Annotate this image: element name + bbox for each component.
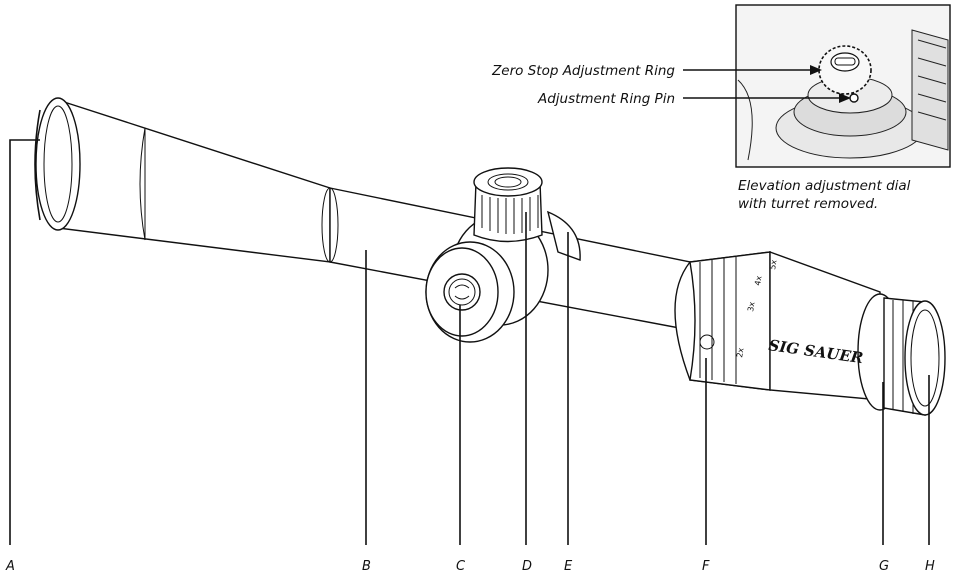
label-g: G bbox=[879, 559, 889, 574]
label-f: F bbox=[702, 559, 710, 574]
mag-mark-5x: 5x bbox=[768, 259, 779, 270]
leader-lines bbox=[9, 139, 930, 545]
callout-zero-stop: Zero Stop Adjustment Ring bbox=[491, 63, 675, 79]
label-b: B bbox=[362, 559, 371, 574]
inset-photo bbox=[735, 4, 951, 168]
ocular-lens bbox=[904, 300, 946, 416]
inset-caption-line1: Elevation adjustment dial bbox=[738, 178, 911, 194]
label-e: E bbox=[564, 559, 573, 574]
label-h: H bbox=[925, 559, 935, 574]
scope-illustration bbox=[34, 97, 946, 416]
label-c: C bbox=[456, 559, 466, 574]
inset-caption-line2: with turret removed. bbox=[738, 196, 878, 212]
adjustment-ring-pin bbox=[849, 93, 859, 103]
side-parallax-knob bbox=[546, 210, 581, 261]
elevation-turret bbox=[473, 181, 543, 243]
label-d: D bbox=[522, 559, 532, 574]
objective-bell bbox=[52, 99, 331, 263]
mag-mark-4x: 4x bbox=[753, 275, 764, 286]
label-a: A bbox=[5, 559, 15, 574]
objective-front-ring bbox=[35, 97, 81, 231]
mag-mark-2x: 2x bbox=[735, 347, 746, 358]
callout-ring-pin: Adjustment Ring Pin bbox=[537, 91, 675, 107]
mag-mark-3x: 3x bbox=[746, 301, 757, 312]
